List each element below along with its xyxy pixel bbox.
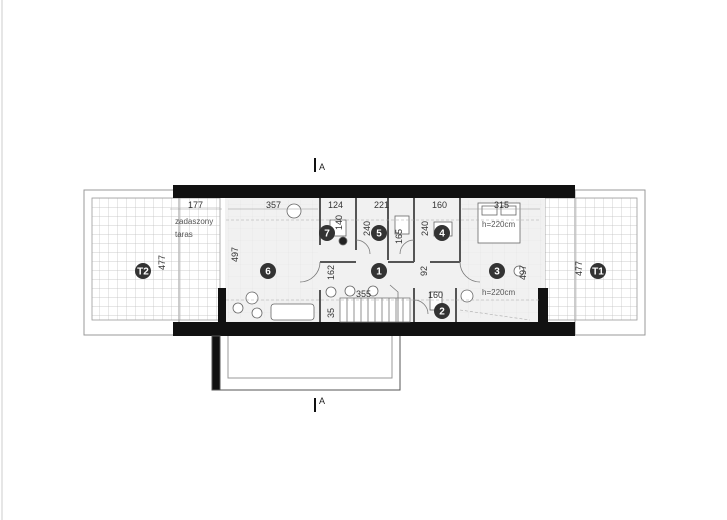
dimension-label: 240 bbox=[420, 221, 430, 236]
dimension-label: 162 bbox=[326, 265, 336, 280]
section-mark-label: A bbox=[319, 396, 325, 406]
dimension-label: 160 bbox=[432, 200, 447, 210]
room-marker-5: 5 bbox=[371, 225, 387, 241]
furniture bbox=[232, 202, 525, 321]
section-mark-label: A bbox=[319, 162, 325, 172]
dimension-label: 355 bbox=[356, 289, 371, 299]
section-mark-top: A bbox=[314, 158, 325, 172]
room-marker-1: 1 bbox=[371, 263, 387, 279]
roof-lines bbox=[226, 219, 540, 321]
stairs bbox=[339, 284, 411, 323]
dimension-label: 221 bbox=[374, 200, 389, 210]
room-marker-6: 6 bbox=[260, 263, 276, 279]
section-mark-bottom: A bbox=[314, 396, 325, 412]
door-swings bbox=[299, 239, 481, 315]
height-note: h=220cm bbox=[482, 220, 515, 229]
dimension-label: 140 bbox=[334, 215, 344, 230]
dimensions: 177 357 124 221 160 315 477 497 497 477 … bbox=[157, 200, 584, 318]
svg-text:2: 2 bbox=[439, 307, 445, 318]
dimension-label: 357 bbox=[266, 200, 281, 210]
interior-walls bbox=[319, 198, 461, 322]
terrace-t1 bbox=[544, 189, 646, 336]
svg-text:4: 4 bbox=[439, 229, 445, 240]
room-marker-2: 2 bbox=[434, 303, 450, 319]
dimension-label: 92 bbox=[419, 266, 429, 276]
svg-text:7: 7 bbox=[324, 229, 330, 240]
dimension-label: 315 bbox=[494, 200, 509, 210]
room-marker-3: 3 bbox=[489, 263, 505, 279]
room-marker-7: 7 bbox=[319, 225, 335, 241]
terrace-t2 bbox=[83, 189, 221, 336]
dimension-label: 497 bbox=[230, 247, 240, 262]
room-marker-4: 4 bbox=[434, 225, 450, 241]
svg-text:T1: T1 bbox=[592, 267, 604, 278]
height-note: h=220cm bbox=[482, 288, 515, 297]
dimension-label: 35 bbox=[326, 308, 336, 318]
dimension-label: 124 bbox=[328, 200, 343, 210]
dimension-label: 477 bbox=[157, 255, 167, 270]
terrace-marker-t2: T2 bbox=[135, 263, 151, 279]
dimension-label: 240 bbox=[362, 221, 372, 236]
dimension-label: 477 bbox=[574, 261, 584, 276]
dimension-label: 160 bbox=[428, 290, 443, 300]
balcony bbox=[211, 335, 401, 391]
outer-walls bbox=[173, 185, 575, 336]
svg-text:3: 3 bbox=[494, 267, 500, 278]
dimension-label: 497 bbox=[518, 265, 528, 280]
svg-text:6: 6 bbox=[265, 267, 271, 278]
terrace-note: taras bbox=[175, 230, 193, 239]
dimension-label: 177 bbox=[188, 200, 203, 210]
svg-text:T2: T2 bbox=[137, 267, 149, 278]
terrace-note: zadaszony bbox=[175, 217, 213, 226]
dimension-label: 165 bbox=[394, 229, 404, 244]
terrace-marker-t1: T1 bbox=[590, 263, 606, 279]
svg-text:1: 1 bbox=[376, 267, 382, 278]
svg-text:5: 5 bbox=[376, 229, 382, 240]
